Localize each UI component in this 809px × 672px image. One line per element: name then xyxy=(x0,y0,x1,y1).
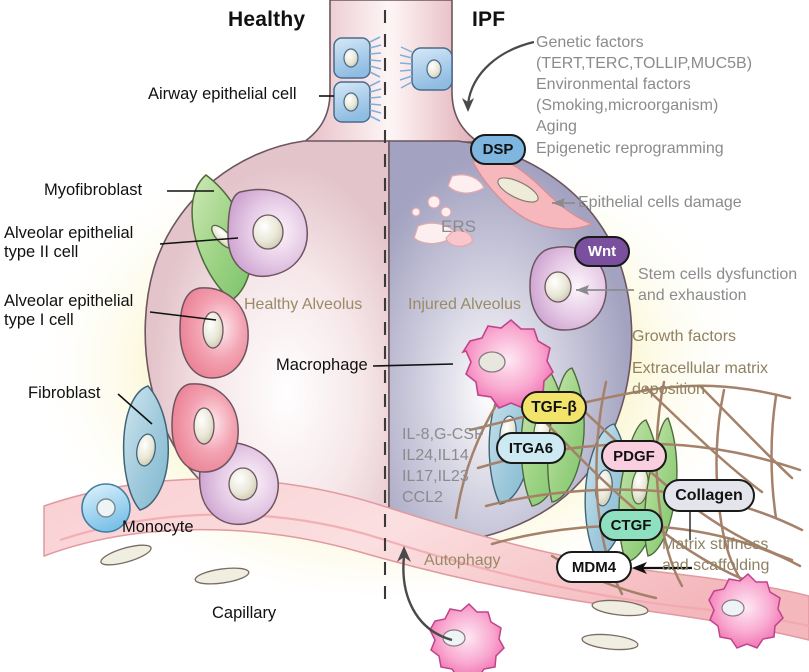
risk-factor-line-6: Epigenetic reprogramming xyxy=(536,139,724,157)
autophagy-arrowhead xyxy=(397,546,411,562)
mdm4-arrowhead xyxy=(632,562,647,574)
badge-dsp[interactable]: DSP xyxy=(470,134,526,165)
macrophage-injured-alveolus xyxy=(461,318,554,409)
monocyte-cell xyxy=(81,483,131,533)
label-growth-factors: Growth factors xyxy=(632,328,737,345)
label-airway-epithelial-cell: Airway epithelial cell xyxy=(148,85,297,103)
label-autophagy: Autophagy xyxy=(424,552,501,569)
healthy-wall-cells xyxy=(122,174,308,526)
risk-factor-arrow xyxy=(466,40,535,105)
label-ers: ERS xyxy=(441,217,476,236)
label-capillary: Capillary xyxy=(212,604,277,622)
label-macrophage: Macrophage xyxy=(276,356,368,374)
healthy-airway-epithelial-cells xyxy=(333,36,382,123)
label-extracellular-matrix-deposition: Extracellular matrix deposition xyxy=(632,360,769,399)
badge-ctgf[interactable]: CTGF xyxy=(599,509,663,541)
cytokine-line-2: IL24,IL14 xyxy=(402,447,469,465)
heading-healthy: Healthy xyxy=(228,8,306,31)
epithelial-damage-arrowhead xyxy=(552,198,565,208)
label-injured-alveolus: Injured Alveolus xyxy=(408,296,521,313)
label-stem-cells-dysfunction: Stem cells dysfunction and exhaustion xyxy=(638,266,798,305)
badge-itga6[interactable]: ITGA6 xyxy=(496,432,566,464)
label-fibroblast: Fibroblast xyxy=(28,384,101,402)
stem-cell-arrowhead xyxy=(576,285,589,295)
label-myofibroblast: Myofibroblast xyxy=(44,181,143,199)
risk-factor-line-3: Environmental factors xyxy=(536,76,691,94)
label-monocyte: Monocyte xyxy=(122,518,194,536)
risk-factor-line-1: Genetic factors xyxy=(536,34,644,51)
risk-factor-line-2: (TERT,TERC,TOLLIP,MUC5B) xyxy=(536,55,753,73)
risk-factor-arrowhead xyxy=(462,98,474,112)
risk-factors-block: Genetic factors (TERT,TERC,TOLLIP,MUC5B) E… xyxy=(536,32,752,159)
cytokine-line-3: IL17,IL23 xyxy=(402,468,469,486)
cytokine-line-1: IL-8,G-CSF xyxy=(402,426,484,443)
label-alveolar-type2-cell: Alveolar epithelial type II cell xyxy=(4,224,134,262)
autophagy-arrow xyxy=(402,555,453,642)
badge-collagen[interactable]: Collagen xyxy=(663,479,755,512)
ipf-airway-epithelial-cell xyxy=(399,46,453,91)
badge-wnt[interactable]: Wnt xyxy=(574,236,630,267)
label-healthy-alveolus: Healthy Alveolus xyxy=(244,296,363,313)
label-alveolar-type1-cell: Alveolar epithelial type I cell xyxy=(4,292,134,330)
injured-epithelium-debris xyxy=(411,147,594,247)
badge-pdgf[interactable]: PDGF xyxy=(601,440,667,472)
heading-ipf: IPF xyxy=(472,8,506,31)
risk-factor-line-4: (Smoking,microorganism) xyxy=(536,97,719,115)
cytokine-line-4: CCL2 xyxy=(402,489,443,507)
macrophage-lower-capillary xyxy=(429,602,505,672)
label-matrix-stiffness: Matrix stiffness and scaffolding xyxy=(662,536,770,575)
risk-factor-line-5: Aging xyxy=(536,118,577,136)
badge-mdm4[interactable]: MDM4 xyxy=(556,551,632,583)
left-leader-lines xyxy=(117,95,454,425)
badge-tgf-beta[interactable]: TGF-β xyxy=(521,391,587,424)
damaged-epithelial-sheet xyxy=(473,147,594,230)
label-epithelial-cells-damage: Epithelial cells damage xyxy=(578,194,742,211)
macrophage-capillary xyxy=(708,572,784,649)
